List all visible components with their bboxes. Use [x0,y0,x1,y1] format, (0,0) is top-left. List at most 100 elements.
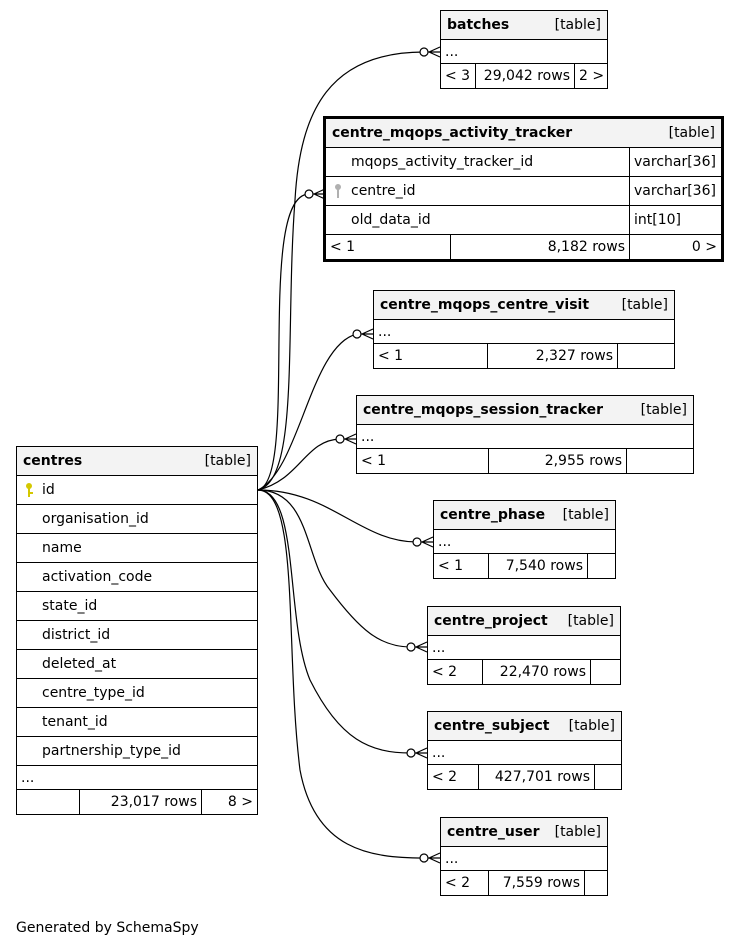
ellipsis-row: ... [17,766,257,790]
column-row[interactable]: tenant_id [17,708,257,737]
table-footer: 23,017 rows 8 > [17,790,257,814]
table-header: centre_mqops_activity_tracker [table] [326,119,721,148]
column-row[interactable]: partnership_type_id [17,737,257,766]
column-row[interactable]: centre_id varchar[36] [326,177,721,206]
column-row[interactable]: name [17,534,257,563]
parents-count[interactable]: < 2 [432,664,458,680]
children-count[interactable] [584,871,607,895]
table-footer: < 2 22,470 rows [428,660,620,684]
ellipsis-row: ... [374,320,674,344]
parents-count[interactable]: < 1 [361,453,387,469]
column-name: organisation_id [42,511,149,527]
children-count[interactable]: 0 > [629,235,721,259]
column-name: state_id [42,598,98,614]
column-row[interactable]: district_id [17,621,257,650]
edge-centres-subject [257,489,412,754]
column-row[interactable]: old_data_id int[10] [326,206,721,235]
table-type: [table] [562,507,609,523]
edge-centres-user [257,489,425,859]
edge-centres-batches [257,51,425,491]
table-centre-subject[interactable]: centre_subject [table] ... < 2 427,701 r… [427,711,622,790]
children-count[interactable] [617,344,674,368]
table-centre-mqops-centre-visit[interactable]: centre_mqops_centre_visit [table] ... < … [373,290,675,369]
ellipsis-row: ... [441,40,607,64]
column-name: partnership_type_id [42,743,181,759]
table-centre-phase[interactable]: centre_phase [table] ... < 1 7,540 rows [433,500,616,579]
row-count: 23,017 rows [79,790,201,814]
column-row[interactable]: activation_code [17,563,257,592]
table-header: centre_mqops_session_tracker [table] [357,396,693,425]
ellipsis: ... [21,769,35,786]
row-count: 22,470 rows [482,660,590,684]
table-centre-mqops-session-tracker[interactable]: centre_mqops_session_tracker [table] ...… [356,395,694,474]
row-count: 29,042 rows [475,64,574,88]
table-header: batches [table] [441,11,607,40]
table-header: centre_mqops_centre_visit [table] [374,291,674,320]
column-row[interactable]: deleted_at [17,650,257,679]
ellipsis-row: ... [441,847,607,871]
column-name: id [42,482,55,498]
parents-count[interactable]: < 1 [330,239,356,255]
ellipsis: ... [445,850,459,867]
column-name: old_data_id [351,212,431,228]
table-footer: < 1 2,955 rows [357,449,693,473]
ellipsis: ... [432,639,446,656]
foreign-key-icon [335,184,341,198]
ellipsis: ... [438,533,452,550]
table-header: centre_subject [table] [428,712,621,741]
table-type: [table] [640,402,687,418]
table-name: centres [23,453,83,469]
primary-key-icon [26,483,33,497]
parents-count[interactable]: < 2 [432,769,458,785]
table-name: centre_phase [440,507,546,523]
row-count: 7,559 rows [488,871,584,895]
table-name: centre_project [434,613,548,629]
parents-count[interactable]: < 3 [445,68,471,84]
row-count: 2,327 rows [487,344,617,368]
edge-centres-tracker [257,193,310,491]
table-batches[interactable]: batches [table] ... < 3 29,042 rows 2 > [440,10,608,89]
column-row[interactable]: state_id [17,592,257,621]
children-count[interactable] [590,660,620,684]
table-footer: < 2 427,701 rows [428,765,621,789]
table-centre-project[interactable]: centre_project [table] ... < 2 22,470 ro… [427,606,621,685]
column-type: varchar[36] [629,177,721,205]
column-row[interactable]: mqops_activity_tracker_id varchar[36] [326,148,721,177]
column-row[interactable]: centre_type_id [17,679,257,708]
table-header: centre_user [table] [441,818,607,847]
children-count[interactable] [626,449,693,473]
table-footer: < 1 2,327 rows [374,344,674,368]
column-row[interactable]: id [17,476,257,505]
column-name: district_id [42,627,111,643]
edge-centres-visit [257,333,358,491]
table-type: [table] [204,453,251,469]
column-name: centre_type_id [42,685,145,701]
table-footer: < 1 7,540 rows [434,554,615,578]
row-count: 8,182 rows [450,235,629,259]
table-centre-mqops-activity-tracker[interactable]: centre_mqops_activity_tracker [table] mq… [323,116,724,262]
table-footer: < 1 8,182 rows 0 > [326,235,721,259]
parents-count[interactable]: < 1 [378,348,404,364]
parents-count[interactable]: < 1 [438,558,464,574]
table-footer: < 2 7,559 rows [441,871,607,895]
edge-centres-project [257,489,412,648]
parents-count[interactable]: < 2 [445,875,471,891]
table-name: centre_mqops_centre_visit [380,297,590,313]
column-name: tenant_id [42,714,108,730]
table-centres[interactable]: centres [table] id organisation_id name … [16,446,258,815]
row-count: 427,701 rows [478,765,594,789]
parents-count[interactable] [17,790,79,814]
column-name: name [42,540,82,556]
edge-centres-phase [257,489,418,543]
children-count[interactable]: 8 > [201,790,257,814]
table-type: [table] [554,17,601,33]
column-row[interactable]: organisation_id [17,505,257,534]
children-count[interactable] [587,554,615,578]
children-count[interactable]: 2 > [574,64,607,88]
row-count: 2,955 rows [488,449,626,473]
table-type: [table] [554,824,601,840]
column-name: deleted_at [42,656,117,672]
table-centre-user[interactable]: centre_user [table] ... < 2 7,559 rows [440,817,608,896]
children-count[interactable] [594,765,621,789]
